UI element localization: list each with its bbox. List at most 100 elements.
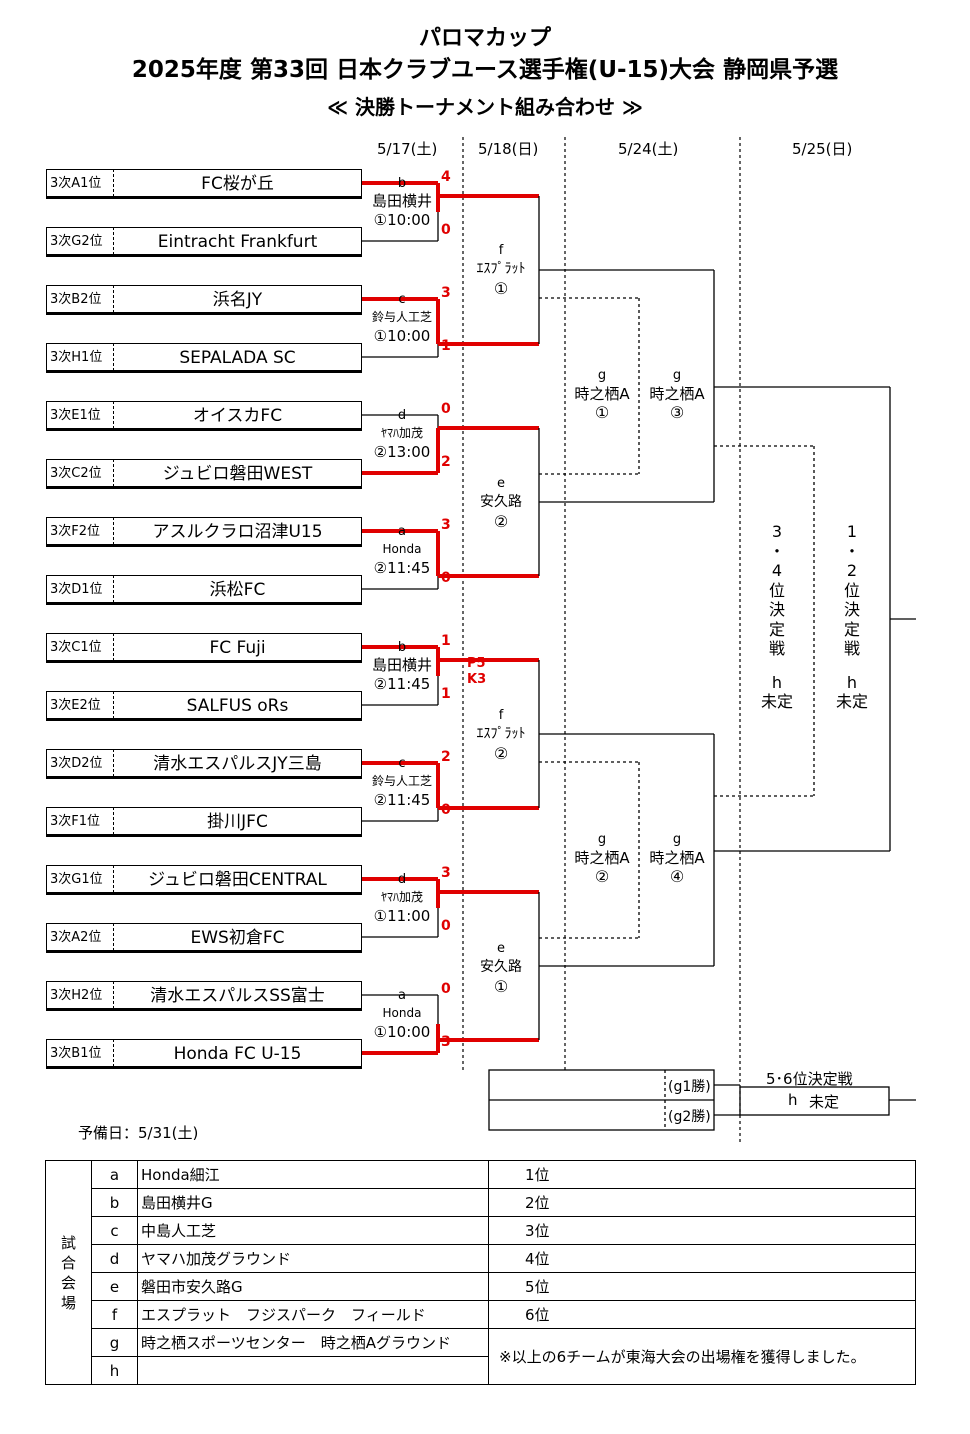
venue-header-char: 会: [60, 1273, 76, 1292]
round3-num: ①: [594, 403, 610, 422]
final12-char: 戦: [843, 639, 860, 658]
score-bottom: 0: [441, 570, 451, 586]
match-venue: 島田横井: [371, 192, 432, 210]
match-time: ②11:45: [373, 791, 431, 809]
team-seed: 3次G2位: [46, 227, 114, 255]
round2-code: f: [498, 243, 504, 258]
team-seed: 3次E2位: [46, 691, 114, 719]
reserve-day: 予備日：5/31(土): [78, 1124, 199, 1142]
round2-num: ②: [493, 512, 509, 531]
score-bottom: 2: [441, 454, 451, 470]
playoff34-char: 戦: [768, 639, 785, 658]
match-code: b: [397, 176, 407, 191]
venue-name: 島田横井G: [137, 1188, 489, 1217]
round3-code: g: [672, 368, 682, 383]
match-time: ②13:00: [373, 443, 431, 461]
date-round3: 5/24(土): [618, 140, 679, 158]
playoff34-char: 3: [771, 522, 783, 541]
title-line-1: パロマカップ: [418, 26, 551, 51]
playoff34-char: 決: [768, 600, 785, 619]
team-name: オイスカFC: [114, 401, 362, 429]
venue-code: g: [91, 1328, 138, 1357]
venue-row: h: [46, 1356, 916, 1385]
team-seed: 3次D2位: [46, 749, 114, 777]
final12-char: 位: [843, 580, 860, 600]
team-name: SEPALADA SC: [114, 343, 362, 371]
team-name: EWS初倉FC: [114, 923, 362, 951]
team-seed: 3次G1位: [46, 865, 114, 893]
team-seed: 3次B1位: [46, 1039, 114, 1067]
venue-name: 中島人工芝: [137, 1216, 489, 1245]
venue-code: h: [91, 1356, 138, 1385]
team-name: 掛川JFC: [114, 807, 362, 835]
final12-status: 未定: [835, 692, 868, 711]
match-code: c: [398, 756, 406, 771]
round3-venue: 時之栖A: [649, 385, 705, 403]
score-bottom: 1: [441, 338, 451, 354]
title-line-3: ≪ 決勝トーナメント組み合わせ ≫: [327, 95, 643, 119]
round3-num: ③: [669, 403, 685, 422]
venue-code: b: [91, 1188, 138, 1217]
match-venue: 鈴与人工芝: [371, 310, 432, 324]
team-name: FC Fuji: [114, 633, 362, 661]
match-venue: ﾔﾏﾊ加茂: [380, 426, 423, 440]
team-seed: 3次D1位: [46, 575, 114, 603]
pk-top: P5: [467, 656, 486, 671]
final-rank: 5位: [488, 1272, 916, 1301]
round3-num: ②: [594, 867, 610, 886]
final-rank: 1位: [488, 1160, 916, 1189]
team-name: ジュビロ磐田CENTRAL: [114, 865, 362, 893]
team-seed: 3次B2位: [46, 285, 114, 313]
team-seed: 3次H1位: [46, 343, 114, 371]
round3-venue: 時之栖A: [574, 849, 630, 867]
match56-slot2: (g2勝): [668, 1109, 711, 1125]
match-code: c: [398, 292, 406, 307]
round3-num: ④: [669, 867, 685, 886]
date-round1: 5/17(土): [377, 140, 438, 158]
match56-result-box: [739, 1086, 890, 1116]
team-name: SALFUS oRs: [114, 691, 362, 719]
score-bottom: 0: [441, 222, 451, 238]
venue-name: エスプラット フジスパーク フィールド: [137, 1300, 489, 1329]
score-top: 1: [441, 633, 451, 649]
round2-num: ②: [493, 744, 509, 763]
match-venue: ﾔﾏﾊ加茂: [380, 890, 423, 904]
round2-code: e: [497, 476, 505, 491]
team-name: 清水エスパルスSS富士: [114, 981, 362, 1009]
venue-name: 磐田市安久路G: [137, 1272, 489, 1301]
score-bottom: 3: [441, 1034, 451, 1050]
venue-name: 時之栖スポーツセンター 時之栖Aグラウンド: [137, 1328, 489, 1357]
final12-char: 定: [843, 619, 860, 639]
venue-code: a: [91, 1160, 138, 1189]
score-top: 0: [441, 401, 451, 417]
team-name: Honda FC U-15: [114, 1039, 362, 1067]
final-rank: 6位: [488, 1300, 916, 1329]
playoff34-char: 4: [771, 561, 783, 580]
round3-venue: 時之栖A: [574, 385, 630, 403]
final-rank: 4位: [488, 1244, 916, 1273]
team-seed: 3次A2位: [46, 923, 114, 951]
venue-code: e: [91, 1272, 138, 1301]
match56-slot1: (g1勝): [668, 1079, 711, 1095]
match-code: a: [398, 988, 406, 1003]
round2-venue: 安久路: [480, 494, 522, 510]
venue-code: d: [91, 1244, 138, 1273]
date-round2: 5/18(日): [478, 140, 539, 158]
final-rank: 2位: [488, 1188, 916, 1217]
venue-code: c: [91, 1216, 138, 1245]
match-code: a: [398, 524, 406, 539]
score-top: 3: [441, 865, 451, 881]
match-time: ①10:00: [373, 327, 431, 345]
round2-num: ①: [493, 279, 509, 298]
final-rank: 3位: [488, 1216, 916, 1245]
round2-venue: ｴｽﾌﾟﾗｯﾄ: [476, 261, 526, 277]
venue-name: ヤマハ加茂グラウンド: [137, 1244, 489, 1273]
round3-code: g: [597, 368, 607, 383]
team-seed: 3次E1位: [46, 401, 114, 429]
round2-code: f: [498, 708, 504, 723]
